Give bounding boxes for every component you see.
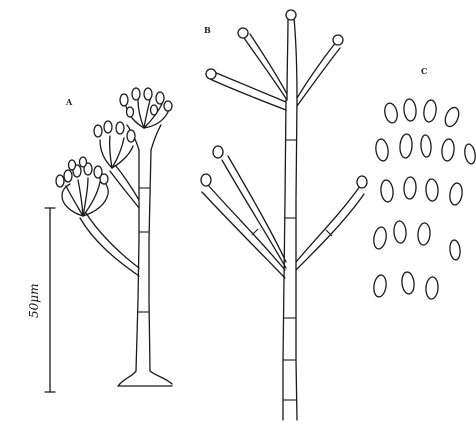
phialide-cluster-a-top xyxy=(120,88,172,128)
panel-label-c: C xyxy=(421,66,427,76)
scale-bar: 50μm xyxy=(27,208,55,392)
panel-b-conidiophore xyxy=(201,10,367,420)
panel-label-b: B xyxy=(204,25,211,35)
panel-label-a: A xyxy=(65,97,73,107)
phialide-cluster-a-lower xyxy=(56,157,108,216)
panel-c-conidia xyxy=(372,99,476,300)
panel-a-conidiophore xyxy=(56,88,172,386)
scale-bar-label: 50μm xyxy=(27,284,41,318)
